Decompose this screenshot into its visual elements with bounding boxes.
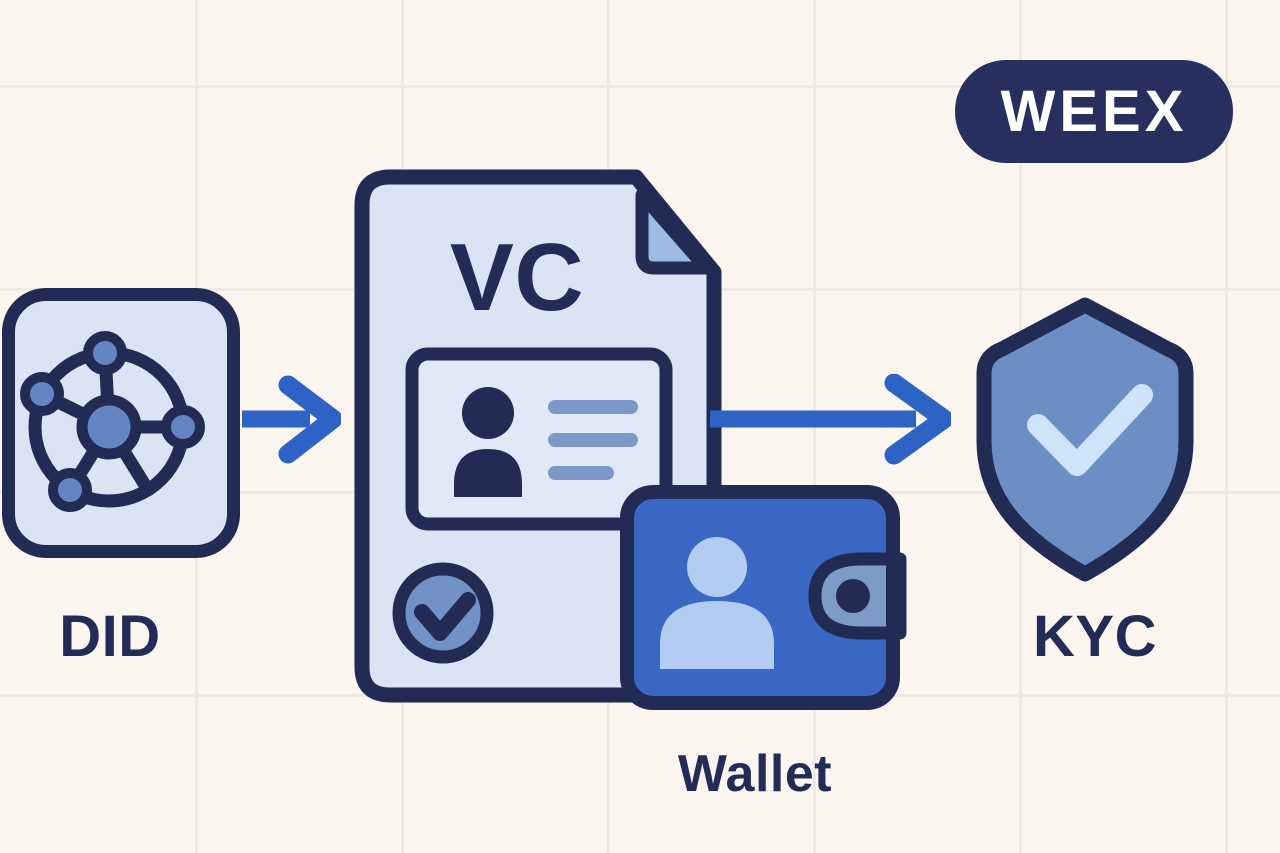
brand-badge: WEEX bbox=[955, 60, 1233, 163]
id-card-text-lines bbox=[548, 400, 638, 480]
brand-label: WEEX bbox=[1000, 78, 1188, 144]
id-card-person-icon bbox=[454, 387, 522, 497]
did-node-box bbox=[2, 288, 240, 558]
wallet-user-icon bbox=[620, 485, 907, 710]
document-folded-corner bbox=[635, 188, 713, 275]
kyc-label: KYC bbox=[1033, 604, 1157, 669]
check-circle-icon bbox=[392, 562, 494, 664]
vc-label: VC bbox=[449, 224, 585, 331]
shield-check-icon bbox=[976, 297, 1194, 582]
wallet-clasp-button bbox=[836, 579, 870, 613]
did-label: DID bbox=[59, 604, 161, 669]
shield-checkmark bbox=[1027, 384, 1153, 476]
network-hub-node bbox=[76, 394, 142, 460]
wallet-border bbox=[620, 485, 900, 710]
arrow-vc-to-kyc-icon bbox=[710, 374, 951, 465]
network-nodes-icon bbox=[20, 331, 205, 512]
wallet-label: Wallet bbox=[677, 745, 833, 803]
wallet-person-icon bbox=[660, 537, 774, 669]
arrow-did-to-vc-icon bbox=[242, 375, 341, 464]
shield-shape bbox=[976, 297, 1194, 582]
network-satellite-nodes bbox=[20, 331, 205, 512]
